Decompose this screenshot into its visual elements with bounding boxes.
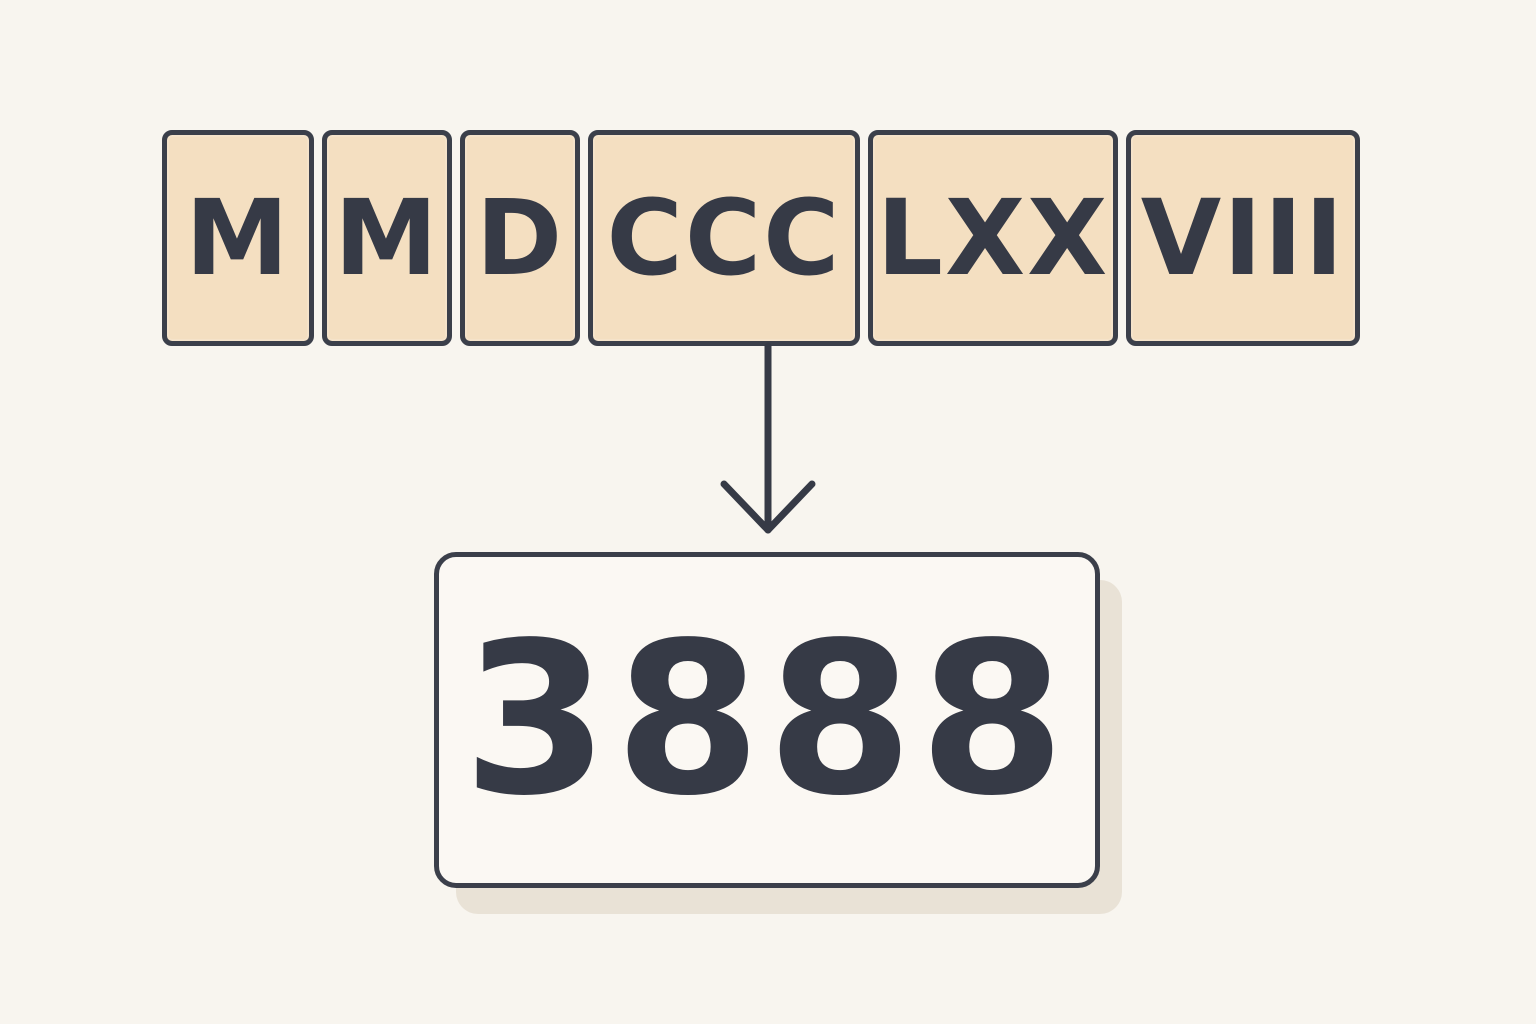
roman-tile-label: VIII — [1140, 177, 1346, 299]
roman-tile-m-1: M — [162, 130, 314, 346]
roman-tile-label: M — [334, 177, 440, 299]
roman-tile-label: M — [185, 177, 291, 299]
result-value: 3888 — [462, 597, 1072, 842]
roman-tile-ccc: CCC — [588, 130, 860, 346]
result-box: 3888 — [434, 552, 1100, 888]
roman-tile-m-2: M — [322, 130, 452, 346]
arrow-head-icon — [720, 480, 816, 534]
roman-tile-lxx: LXX — [868, 130, 1118, 346]
roman-tile-label: LXX — [876, 177, 1110, 299]
roman-tile-label: D — [475, 177, 565, 299]
roman-numeral-tiles: M M D CCC LXX VIII — [162, 130, 1360, 346]
roman-tile-viii: VIII — [1126, 130, 1360, 346]
roman-tile-d: D — [460, 130, 580, 346]
roman-tile-label: CCC — [606, 177, 842, 299]
